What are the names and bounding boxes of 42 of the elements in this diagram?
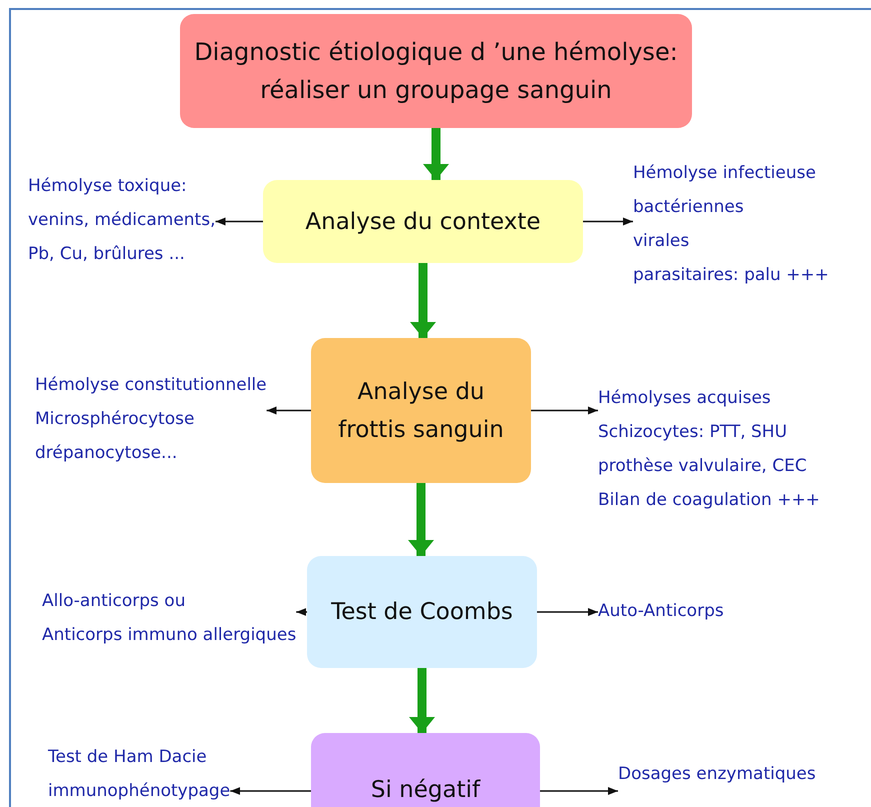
annotation-text: prothèse valvulaire, CEC: [598, 455, 808, 478]
arrow: [409, 668, 435, 733]
arrow: [296, 608, 307, 616]
arrow: [423, 128, 449, 180]
arrow: [230, 787, 311, 795]
arrow: [531, 406, 598, 414]
annotation-text: immunophénotypage: [48, 780, 230, 803]
annotation-text: Microsphérocytose: [35, 408, 196, 431]
arrow: [537, 608, 598, 616]
annotation-text: bactériennes: [633, 196, 745, 219]
arrow: [410, 263, 436, 338]
box-label: Analyse du frottis sanguin: [337, 378, 505, 444]
box-label: Si négatif: [370, 776, 480, 805]
arrow: [266, 406, 311, 414]
process-box: [311, 338, 531, 483]
annotation-text: Schizocytes: PTT, SHU: [598, 421, 788, 444]
annotation-text: Dosages enzymatiques: [618, 763, 816, 786]
annotation-text: Allo-anticorps ou: [42, 590, 186, 613]
annotation-text: Pb, Cu, brûlures ...: [28, 243, 186, 266]
annotation-text: Hémolyses acquises: [598, 387, 772, 410]
annotation-text: virales: [633, 230, 690, 253]
annotation-text: parasitaires: palu +++: [633, 264, 829, 287]
process-box: [263, 180, 583, 263]
annotation-text: Hémolyse toxique:: [28, 175, 188, 198]
annotation-text: Bilan de coagulation +++: [598, 489, 820, 512]
arrow: [215, 218, 263, 226]
box-label: Analyse du contexte: [305, 208, 541, 236]
process-box: [307, 556, 537, 668]
annotation-text: Auto-Anticorps: [598, 600, 724, 623]
annotation-text: drépanocytose...: [35, 442, 178, 465]
arrow: [408, 483, 434, 556]
process-box: [311, 733, 540, 807]
title-box: [180, 14, 692, 128]
arrow: [540, 787, 618, 795]
annotation-text: Anticorps immuno allergiques: [42, 624, 296, 647]
annotation-text: Hémolyse constitutionnelle: [35, 374, 267, 397]
box-label: Test de Coombs: [331, 598, 513, 627]
box-label: Diagnostic étiologique d ’une hémolyse: réaliser un groupage sanguin: [194, 37, 678, 106]
annotation-text: venins, médicaments,: [28, 209, 216, 232]
annotation-text: Test de Ham Dacie: [48, 746, 208, 769]
annotation-text: Hémolyse infectieuse: [633, 162, 817, 185]
arrow: [583, 218, 633, 226]
